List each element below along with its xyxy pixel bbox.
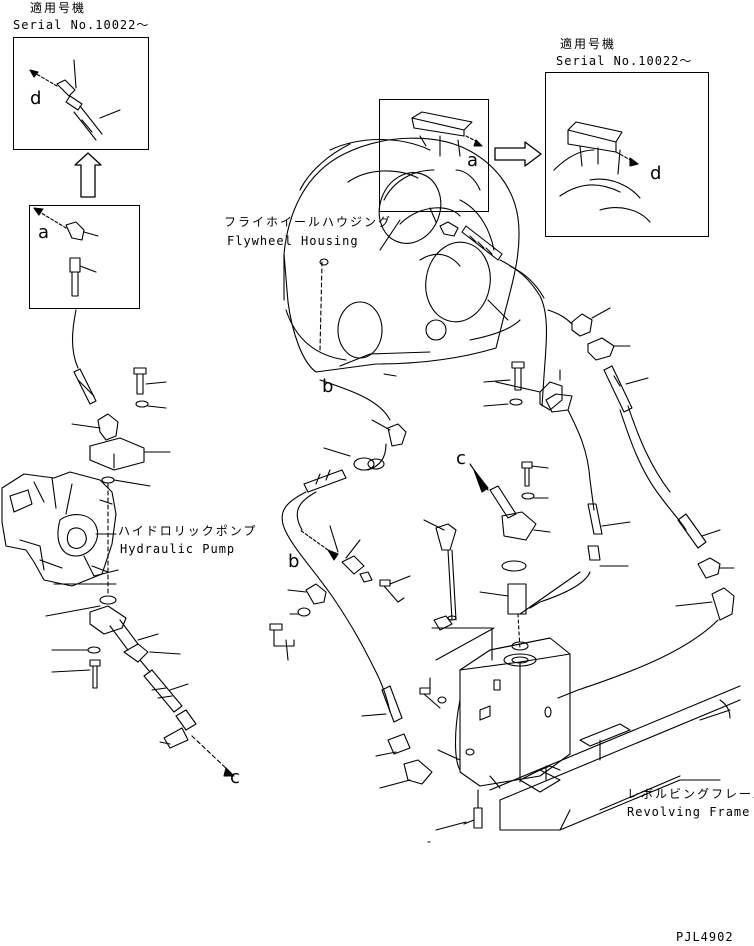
ref-c-pump: c xyxy=(230,767,240,788)
hydraulic-tank-block xyxy=(419,637,571,843)
ref-d-right: d xyxy=(650,163,662,184)
serial-right-en: Serial No.10022～ xyxy=(556,54,693,68)
flywheel-fittings xyxy=(429,207,563,411)
detail-d-right-content xyxy=(553,121,651,223)
detail-d-left-fitting xyxy=(29,59,121,141)
b-mid-fittings xyxy=(299,525,411,603)
upward-arrow xyxy=(74,152,102,198)
center-upper-fittings xyxy=(483,361,631,609)
detail-box-d-right xyxy=(545,72,709,237)
ref-c-center: c xyxy=(456,448,466,469)
upper-right-fittings xyxy=(547,307,735,699)
revolving-frame xyxy=(489,685,741,831)
serial-right-jp: 適用号機 xyxy=(560,37,617,51)
ref-a-left: a xyxy=(38,222,50,243)
detail-a-left-fitting xyxy=(33,207,99,297)
revolving-frame-en: Revolving Frame xyxy=(627,805,751,819)
hydraulic-pump-jp: ハイドロリックポンプ xyxy=(118,524,258,538)
serial-left-en: Serial No.10022～ xyxy=(13,18,150,32)
leader-lines xyxy=(383,373,495,761)
revolving-frame-jp: レボルビングフレーム xyxy=(627,787,754,801)
right-arrow xyxy=(494,141,542,167)
pump-fittings-upper xyxy=(71,367,171,597)
hydraulic-pump-en: Hydraulic Pump xyxy=(120,542,236,556)
flywheel-housing-jp: フライホイールハウジング xyxy=(224,215,393,229)
hose-b-assembly xyxy=(269,379,433,789)
ref-b-hose: b xyxy=(288,551,300,572)
pump-fittings-lower xyxy=(45,595,235,777)
ref-b-flywheel: b xyxy=(322,376,334,397)
detail-a-right-content xyxy=(383,111,483,225)
detail-box-d-left xyxy=(13,37,149,150)
flywheel-housing-en: Flywheel Housing xyxy=(227,234,359,248)
serial-left-jp: 適用号機 xyxy=(30,1,87,15)
ref-d-left: d xyxy=(30,88,42,109)
ref-a-magnifier: a xyxy=(467,150,479,171)
flywheel-housing xyxy=(283,137,521,373)
detail-box-a-left xyxy=(29,205,140,309)
hydraulic-pump-body xyxy=(1,471,119,587)
magnifier-box-a xyxy=(379,99,489,212)
pump-suction-hose xyxy=(71,309,79,369)
hose-c-assembly xyxy=(423,461,581,661)
drawing-number: PJL4902 xyxy=(676,930,734,944)
